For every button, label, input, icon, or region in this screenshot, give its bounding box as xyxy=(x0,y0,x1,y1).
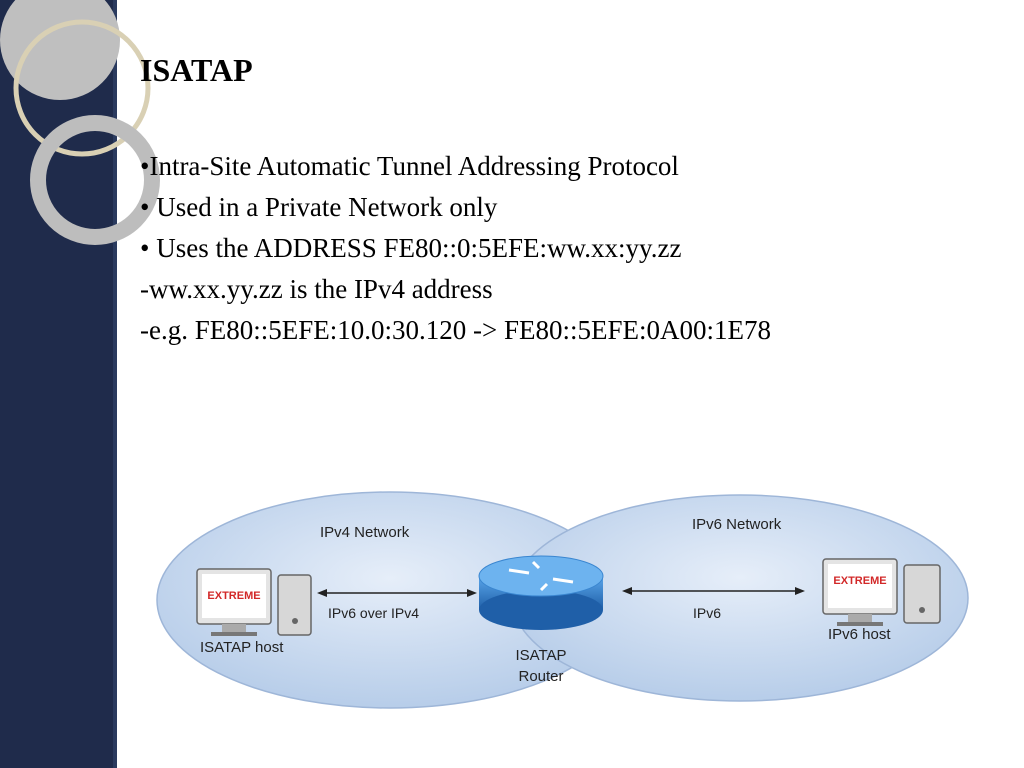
ipv6-over-ipv4-label: IPv6 over IPv4 xyxy=(328,605,419,621)
router-label-line1: ISATAP xyxy=(515,647,566,664)
gray-ring xyxy=(30,115,160,245)
decorative-rings xyxy=(0,0,160,245)
left-monitor-brand: EXTREME xyxy=(207,590,260,602)
router-label-line2: Router xyxy=(518,668,563,685)
router-icon xyxy=(478,555,604,630)
ipv6-host-computer-icon: EXTREME xyxy=(822,558,941,626)
right-double-arrow xyxy=(622,587,805,595)
bullet-line: -ww.xx.yy.zz is the IPv4 address xyxy=(140,274,493,304)
cream-ring xyxy=(13,19,151,157)
bullet-line: -e.g. FE80::5EFE:10.0:30.120 -> FE80::5E… xyxy=(140,315,771,345)
band-rule xyxy=(113,0,117,768)
isatap-host-computer-icon: EXTREME xyxy=(196,568,312,636)
bullet-list: •Intra-Site Automatic Tunnel Addressing … xyxy=(140,146,771,351)
slide-title: ISATAP xyxy=(140,52,253,88)
left-double-arrow xyxy=(317,589,477,597)
bullet-line: • Uses the ADDRESS FE80::0:5EFE:ww.xx:yy… xyxy=(140,233,682,263)
bullet-line: • Used in a Private Network only xyxy=(140,192,498,222)
gray-disc xyxy=(0,0,120,100)
isatap-diagram: IPv4 Network IPv6 Network EXTREME ISATAP… xyxy=(156,491,969,709)
right-monitor-brand: EXTREME xyxy=(833,575,886,587)
bullet-line: •Intra-Site Automatic Tunnel Addressing … xyxy=(140,151,679,181)
ipv4-network-label: IPv4 Network xyxy=(320,524,410,541)
ipv6-network-label: IPv6 Network xyxy=(692,516,782,533)
isatap-host-label: ISATAP host xyxy=(200,639,284,656)
ipv6-link-label: IPv6 xyxy=(693,605,721,621)
ipv6-host-label: IPv6 host xyxy=(828,626,891,643)
